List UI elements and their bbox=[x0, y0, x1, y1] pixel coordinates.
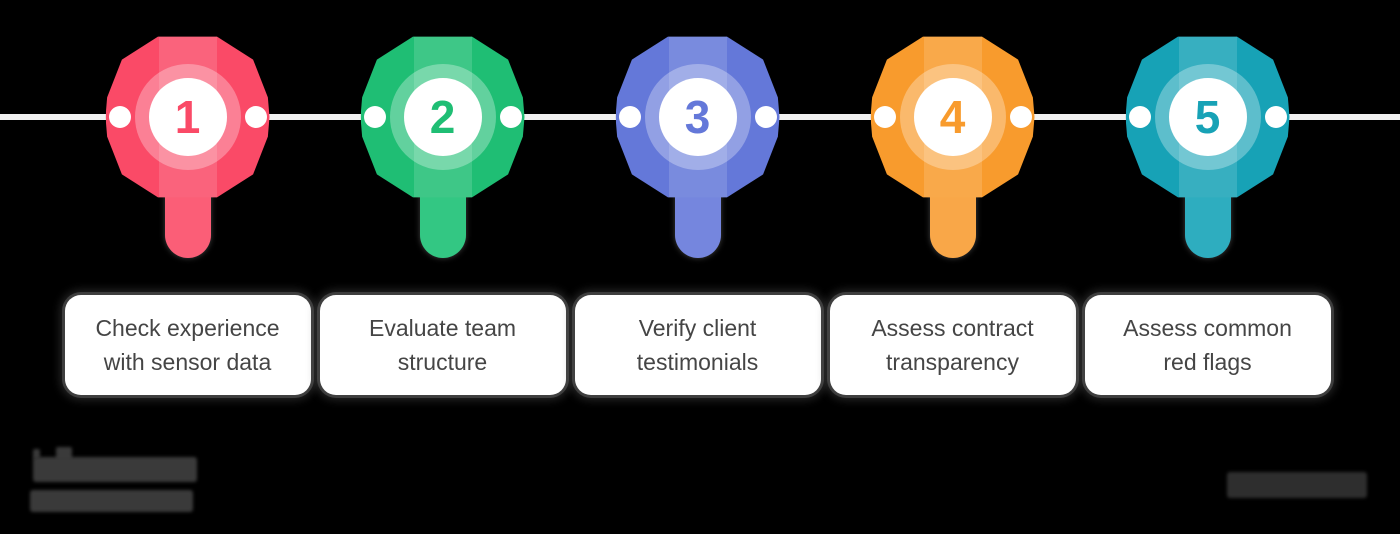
step-5-number-circle: 5 bbox=[1168, 78, 1247, 156]
step-2: 2 Evaluate team structure bbox=[315, 0, 570, 534]
connector-dot-right bbox=[1009, 106, 1032, 128]
step-1-number-circle: 1 bbox=[148, 78, 227, 156]
step-5-label-line-2: red flags bbox=[1163, 349, 1252, 375]
step-2-number-circle: 2 bbox=[403, 78, 482, 156]
step-3-number-circle: 3 bbox=[658, 78, 737, 156]
step-4-number-circle: 4 bbox=[913, 78, 992, 156]
connector-dot-left bbox=[108, 106, 131, 128]
step-4-badge: 4 bbox=[870, 36, 1035, 198]
watermark-left-logo bbox=[33, 457, 197, 482]
step-2-badge: 2 bbox=[360, 36, 525, 198]
step-3-number: 3 bbox=[684, 91, 711, 143]
step-4: 4 Assess contract transparency bbox=[825, 0, 1080, 534]
connector-dot-left bbox=[363, 106, 386, 128]
step-5: 5 Assess common red flags bbox=[1080, 0, 1335, 534]
connector-dot-right bbox=[754, 106, 777, 128]
step-4-label-line-1: Assess contract bbox=[871, 315, 1034, 341]
connector-dot-right bbox=[1264, 106, 1287, 128]
connector-dot-right bbox=[244, 106, 267, 128]
step-2-label-line-1: Evaluate team bbox=[368, 315, 517, 341]
connector-dot-left bbox=[873, 106, 896, 128]
watermark-right-logo bbox=[1227, 472, 1367, 498]
connector-dot-left bbox=[1128, 106, 1151, 128]
step-4-card: Assess contract transparency bbox=[829, 295, 1076, 395]
step-5-card: Assess common red flags bbox=[1084, 295, 1331, 395]
step-5-badge: 5 bbox=[1125, 36, 1290, 198]
connector-dot-right bbox=[499, 106, 522, 128]
step-2-card: Evaluate team structure bbox=[319, 295, 566, 395]
step-3-label-line-1: Verify client bbox=[638, 315, 757, 341]
step-1-number: 1 bbox=[174, 91, 201, 143]
step-1-label-line-2: with sensor data bbox=[103, 349, 272, 375]
watermark-left-tagline bbox=[30, 490, 193, 512]
step-2-number: 2 bbox=[429, 91, 456, 143]
step-1: 1 Check experience with sensor data bbox=[60, 0, 315, 534]
step-3: 3 Verify client testimonials bbox=[570, 0, 825, 534]
step-2-label-line-2: structure bbox=[397, 349, 488, 375]
step-4-number: 4 bbox=[939, 91, 966, 143]
connector-dot-left bbox=[618, 106, 641, 128]
watermark-left-logo bbox=[33, 449, 40, 459]
step-5-number: 5 bbox=[1194, 91, 1221, 143]
step-3-label-line-2: testimonials bbox=[636, 349, 759, 375]
step-4-label-line-2: transparency bbox=[886, 349, 1019, 375]
step-3-card: Verify client testimonials bbox=[574, 295, 821, 395]
step-1-label-line-1: Check experience bbox=[95, 315, 280, 341]
step-1-badge: 1 bbox=[105, 36, 270, 198]
step-1-card: Check experience with sensor data bbox=[64, 295, 311, 395]
step-5-label-line-1: Assess common bbox=[1123, 315, 1292, 341]
step-3-badge: 3 bbox=[615, 36, 780, 198]
